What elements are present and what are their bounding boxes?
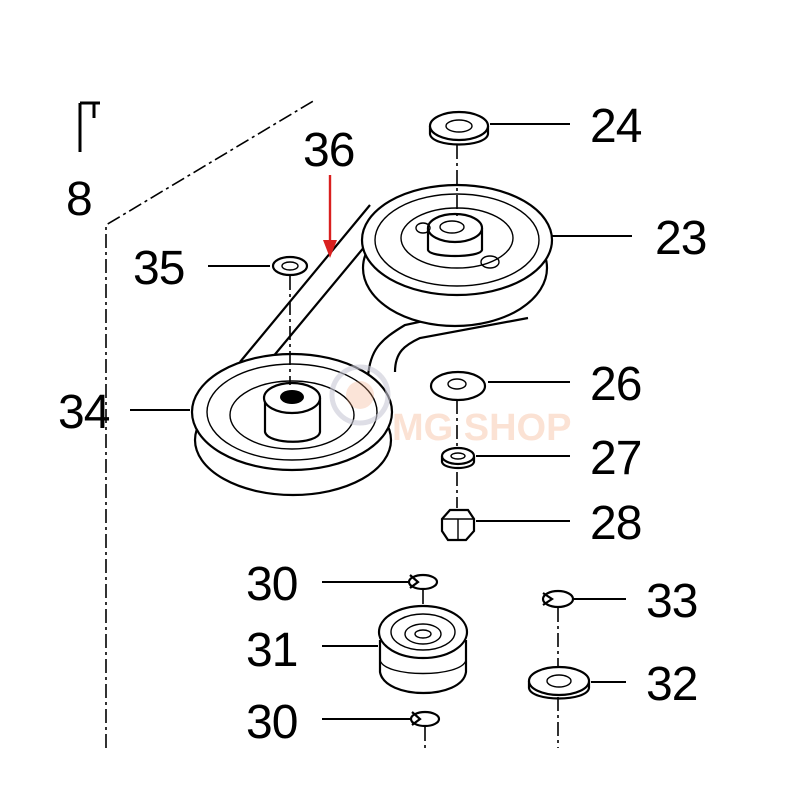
idler-pulley-31: [377, 604, 469, 695]
watermark-text: MG SHOP: [392, 407, 571, 449]
washer-24: [428, 110, 490, 146]
callout-35: 35: [133, 242, 184, 295]
leader-lines: [130, 123, 632, 720]
callout-27: 27: [590, 432, 641, 485]
clip-33: [541, 589, 575, 609]
callout-34: 34: [58, 386, 110, 439]
callout-28: 28: [590, 497, 641, 550]
frame-lines: [78, 99, 316, 748]
retaining-ring-30-top: [407, 573, 439, 591]
washer-35: [271, 255, 309, 277]
retaining-ring-30-bottom: [409, 710, 441, 728]
watermark: MG SHOP: [329, 364, 571, 449]
axis-lines: [289, 145, 559, 748]
section-mark: 8: [66, 173, 92, 226]
washer-26: [429, 370, 487, 402]
callout-23: 23: [655, 212, 706, 265]
belt-arrow: [323, 175, 337, 258]
callout-30-top: 30: [246, 558, 297, 611]
callout-24: 24: [590, 100, 642, 153]
callout-33: 33: [646, 575, 697, 628]
callouts: 24 36 23 35 26 34 27 28 30 33 31 32 30: [58, 100, 707, 749]
nut-28: [440, 508, 476, 542]
callout-26: 26: [590, 358, 641, 411]
callout-32: 32: [646, 658, 697, 711]
callout-31: 31: [246, 624, 297, 677]
lower-pulley: [190, 352, 394, 497]
washer-32: [527, 665, 591, 700]
callout-30-bottom: 30: [246, 696, 297, 749]
callout-36: 36: [303, 124, 354, 177]
upper-pulley: [360, 183, 554, 328]
lock-washer-27: [440, 446, 476, 470]
